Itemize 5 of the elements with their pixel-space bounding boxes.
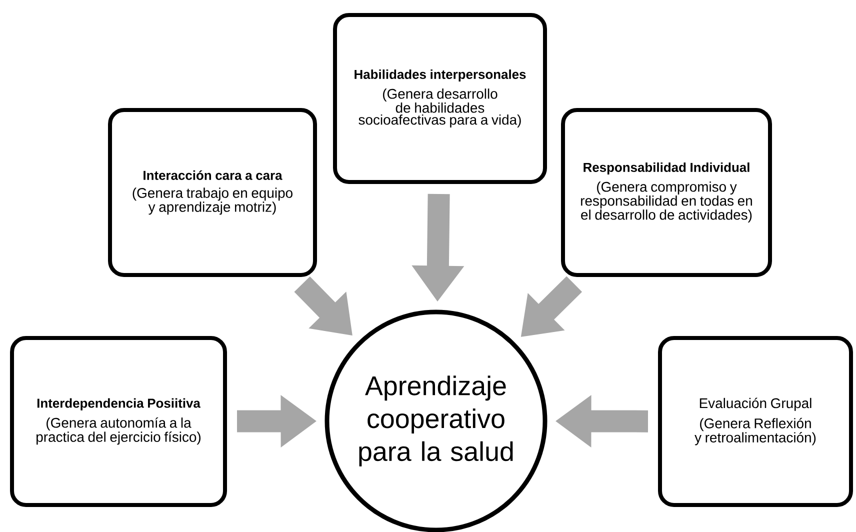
process-box: Evaluación Grupal (Genera Reflexión y retroalimentación) <box>658 336 853 507</box>
process-box: Habilidades interpersonales (Genera desarrollo de habilidades socioafectivas para a vida) <box>333 13 547 184</box>
process-box: Interdependencia Posiitiva (Genera autonomía a la practica del ejercicio físico) <box>10 336 227 507</box>
process-box: Interacción cara a cara (Genera trabajo en equipo y aprendizaje motriz) <box>108 108 317 277</box>
process-box: Responsabilidad Individual (Genera compromiso y responsabilidad en todas en el desarrollo de actividades) <box>561 108 772 277</box>
